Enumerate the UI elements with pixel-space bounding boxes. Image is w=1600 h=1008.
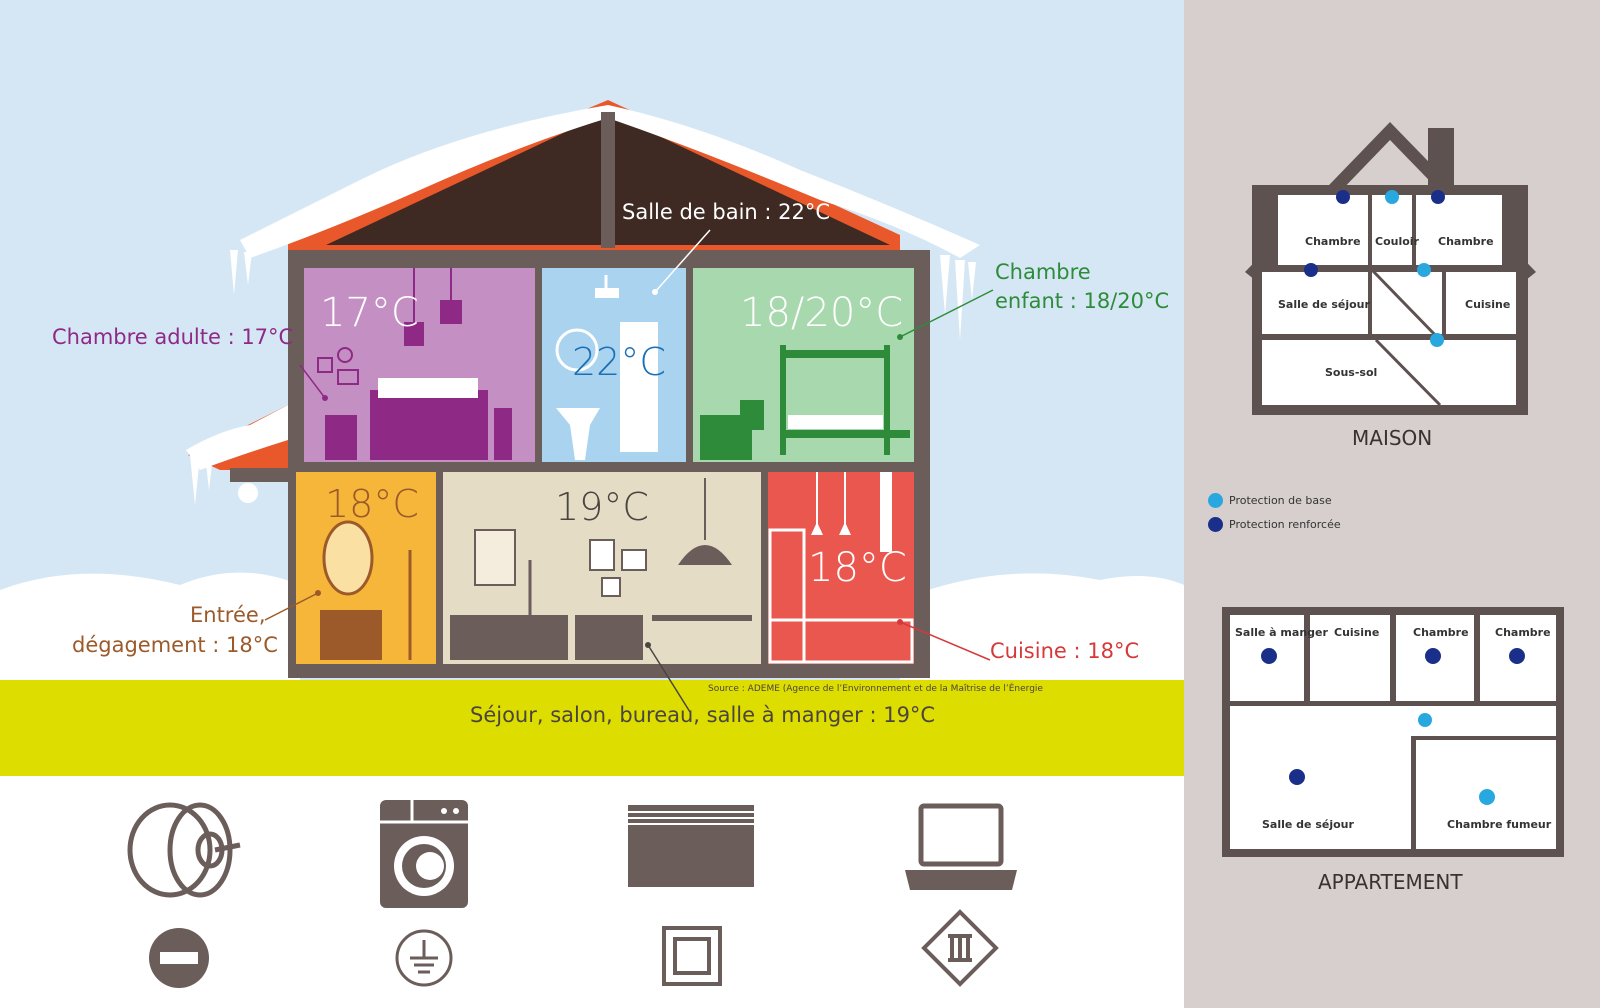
maison-room-chambre-2: Chambre <box>1438 235 1494 248</box>
maison-room-cuisine: Cuisine <box>1465 298 1511 311</box>
temp-cuisine: 18°C <box>808 545 907 591</box>
label-chambre-adulte: Chambre adulte : 17°C <box>52 325 294 349</box>
washing-machine-icon <box>380 800 468 908</box>
appartement-title: APPARTEMENT <box>1318 870 1463 894</box>
appart-room-salle-de-sejour: Salle de séjour <box>1262 818 1354 831</box>
legend-dot-base <box>1208 493 1223 508</box>
legend-protection-renforcee: Protection renforcée <box>1208 517 1341 532</box>
heating-dial-icon <box>127 802 241 898</box>
label-salle-de-bain: Salle de bain : 22°C <box>622 200 831 224</box>
class3-appliance-icon <box>921 909 999 987</box>
legend-label: Protection de base <box>1229 494 1332 507</box>
house-illustration <box>0 100 1184 713</box>
appart-room-chambre-fumeur: Chambre fumeur <box>1447 818 1552 831</box>
radiator-icon <box>628 805 754 887</box>
temp-sejour: 19°C <box>555 485 649 529</box>
legend-protection-base: Protection de base <box>1208 493 1332 508</box>
temp-salle-de-bain: 22°C <box>572 340 666 384</box>
no-entry-class0-icon <box>149 928 209 988</box>
label-entree-l2: dégagement : 18°C <box>72 633 278 657</box>
maison-room-couloir: Couloir <box>1375 235 1419 248</box>
maison-room-salle-de-sejour: Salle de séjour <box>1278 298 1370 311</box>
appart-room-chambre-1: Chambre <box>1413 626 1469 639</box>
double-insulation-icon <box>662 926 722 986</box>
maison-title: MAISON <box>1352 426 1433 450</box>
laptop-icon <box>905 803 1017 890</box>
label-chambre-enfant-l2: enfant : 18/20°C <box>995 289 1170 313</box>
appart-room-cuisine: Cuisine <box>1334 626 1380 639</box>
ground-strip <box>0 680 1184 776</box>
legend-label: Protection renforcée <box>1229 518 1341 531</box>
source-credit: Source : ADEME (Agence de l’Environnemen… <box>708 684 1043 694</box>
temp-chambre-adulte: 17°C <box>320 290 419 336</box>
maison-room-chambre-1: Chambre <box>1305 235 1361 248</box>
label-cuisine: Cuisine : 18°C <box>990 639 1140 663</box>
label-entree-l1: Entrée, <box>190 603 266 627</box>
appliance-icons <box>127 800 1017 988</box>
label-chambre-enfant-l1: Chambre <box>995 260 1091 284</box>
appart-room-salle-a-manger: Salle à manger <box>1235 626 1328 639</box>
temp-entree: 18°C <box>325 482 419 526</box>
appart-room-chambre-2: Chambre <box>1495 626 1551 639</box>
legend-dot-renforcee <box>1208 517 1223 532</box>
label-sejour: Séjour, salon, bureau, salle à manger : … <box>470 703 936 727</box>
maison-room-sous-sol: Sous-sol <box>1325 366 1378 379</box>
temp-chambre-enfant: 18/20°C <box>740 290 904 336</box>
earth-ground-icon <box>395 929 453 987</box>
